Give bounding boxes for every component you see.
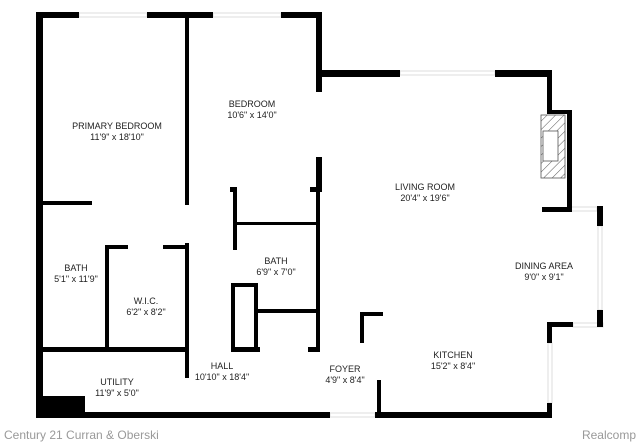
wall — [316, 157, 322, 192]
wall — [547, 322, 573, 327]
wall — [360, 312, 364, 343]
wall — [185, 12, 189, 205]
window — [399, 70, 496, 76]
room-name: LIVING ROOM — [394, 182, 456, 192]
wall — [147, 12, 213, 18]
wall — [316, 70, 322, 76]
room-size: 20'4" x 19'6" — [400, 193, 450, 203]
wall — [231, 283, 235, 352]
wall — [231, 347, 260, 352]
wall — [377, 380, 381, 416]
room-size: 9'0" x 9'1" — [524, 272, 564, 282]
room-wic: W.I.C.6'2" x 8'2" — [126, 296, 165, 318]
room-size: 6'9" x 7'0" — [256, 267, 296, 277]
source-credit: Realcomp — [581, 428, 636, 442]
window — [597, 225, 603, 311]
window — [547, 342, 553, 404]
wall — [542, 207, 572, 212]
wall — [40, 396, 85, 418]
wall — [233, 187, 237, 250]
wall — [310, 187, 320, 192]
wall — [36, 412, 330, 418]
agency-credit: Century 21 Curran & Oberski — [4, 428, 159, 442]
wall — [185, 243, 189, 378]
wall — [281, 12, 322, 18]
wall — [547, 70, 552, 113]
window — [212, 12, 282, 18]
wall — [256, 309, 318, 313]
wall — [233, 222, 320, 225]
wall — [105, 245, 109, 352]
room-size: 5'1" x 11'9" — [54, 274, 98, 284]
room-name: BATH — [264, 256, 288, 266]
room-name: W.I.C. — [133, 296, 159, 306]
window — [78, 12, 148, 18]
wall — [316, 187, 320, 350]
room-name: UTILITY — [100, 377, 134, 387]
wall — [254, 283, 258, 350]
room-size: 11'9" x 5'0" — [95, 388, 139, 398]
window — [329, 412, 376, 418]
wall — [36, 12, 79, 18]
room-size: 11'9" x 18'10" — [90, 132, 144, 142]
wall — [163, 245, 189, 249]
room-size: 6'2" x 8'2" — [126, 307, 166, 317]
room-name: BEDROOM — [228, 99, 276, 109]
fireplace-icon — [540, 114, 566, 179]
wall — [567, 110, 572, 211]
room-size: 15'2" x 8'4" — [430, 361, 476, 371]
wall — [597, 206, 603, 226]
wall — [316, 12, 322, 92]
wall — [547, 110, 571, 114]
wall — [231, 283, 256, 287]
window — [570, 206, 598, 212]
wall — [547, 403, 552, 418]
wall — [36, 12, 43, 418]
room-name: BATH — [64, 263, 88, 273]
wall — [40, 201, 92, 205]
room-size: 10'10" x 18'4" — [194, 372, 250, 382]
wall — [308, 347, 320, 352]
room-name: DINING AREA — [514, 261, 574, 271]
wall — [597, 310, 603, 327]
wall — [495, 70, 551, 77]
wall — [547, 322, 552, 343]
wall — [360, 312, 383, 316]
wall — [320, 70, 400, 77]
wall — [105, 245, 128, 249]
wall — [375, 412, 552, 418]
room-size: 4'9" x 8'4" — [325, 375, 365, 385]
room-name: HALL — [210, 361, 234, 371]
room-name: PRIMARY BEDROOM — [72, 121, 162, 131]
room-size: 10'6" x 14'0" — [227, 110, 277, 120]
room-name: KITCHEN — [433, 350, 473, 360]
room-name: FOYER — [329, 364, 361, 374]
wall — [40, 347, 189, 352]
